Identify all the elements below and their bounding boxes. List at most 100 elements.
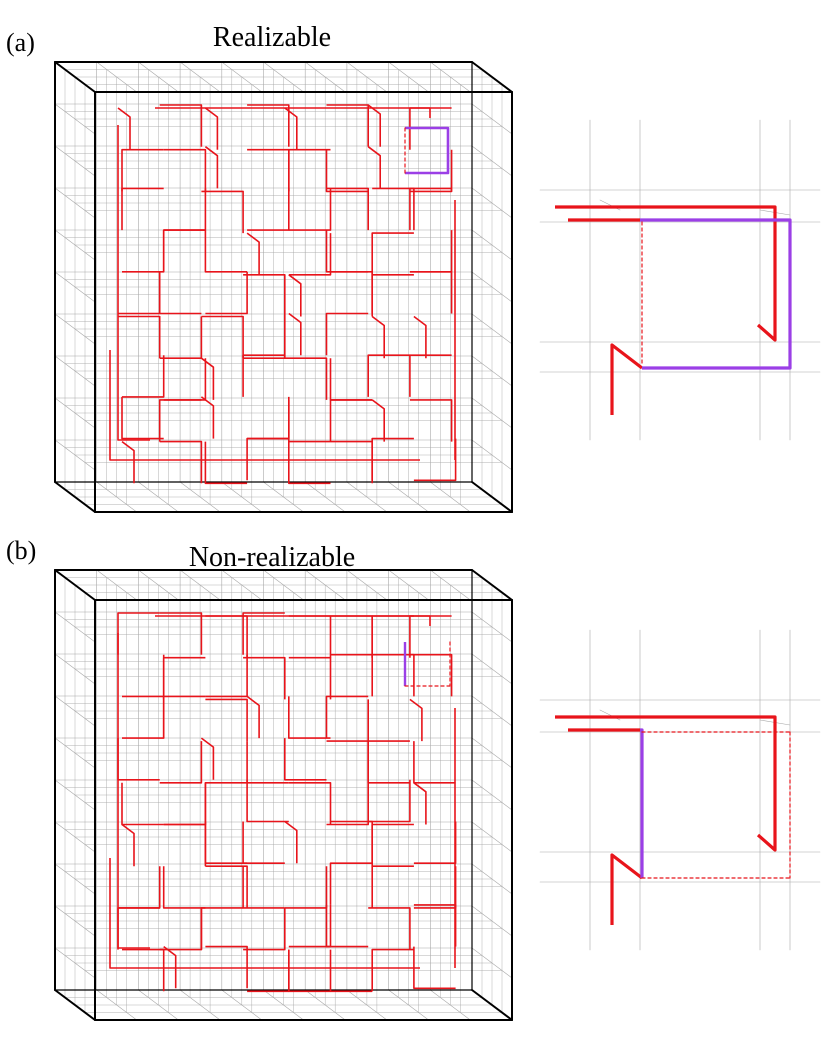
loop-segment	[121, 148, 164, 192]
loop-segment	[326, 740, 370, 783]
loop-segment	[247, 396, 290, 440]
loop-segment	[413, 438, 457, 482]
loop-segment	[330, 615, 374, 658]
loop-segment	[284, 107, 298, 150]
loop-segment	[201, 190, 244, 234]
loop-segment	[288, 656, 332, 700]
cube-edge	[54, 569, 96, 601]
loop-segment	[162, 695, 206, 739]
loop-segment	[367, 146, 382, 189]
loop-segment	[200, 396, 215, 439]
loop-segment	[159, 104, 203, 147]
loop-segment	[288, 312, 302, 356]
highlight-path	[640, 218, 792, 370]
loop-segment	[371, 399, 386, 442]
loop-segment	[371, 273, 414, 317]
loop-segment	[329, 358, 373, 401]
loop-segment	[288, 781, 332, 825]
loop-segment	[288, 188, 332, 231]
loop-segment	[200, 357, 215, 400]
loop-segment	[325, 695, 369, 739]
loop-segment	[288, 233, 332, 276]
loop-segment	[121, 440, 135, 484]
loop-segment	[117, 612, 160, 655]
loop-segment	[243, 316, 286, 360]
loop-segment	[204, 781, 248, 825]
loop-segment	[555, 205, 777, 342]
loop-segment	[288, 274, 302, 317]
loop-segment	[247, 104, 290, 147]
loop-segment	[610, 343, 643, 415]
loop-segment	[368, 779, 411, 823]
loop-segment	[287, 399, 331, 443]
loop-segment	[159, 440, 203, 484]
loop-segment	[283, 738, 327, 781]
loop-segment	[109, 858, 420, 969]
cube-edge	[471, 61, 513, 93]
loop-segment	[117, 738, 160, 781]
loop-segment	[371, 315, 386, 359]
panel-b-letter: (b)	[6, 536, 37, 565]
loop-path-a	[109, 104, 457, 485]
loop-segment	[246, 779, 289, 823]
loop-segment	[201, 315, 244, 359]
loop-segment	[287, 148, 331, 192]
loop-segment	[367, 104, 382, 147]
loop-segment	[330, 270, 374, 314]
highlight-path	[405, 126, 450, 175]
loop-segment	[555, 715, 777, 852]
loop-segment	[205, 654, 248, 698]
zoom-inset-b	[539, 629, 821, 951]
loop-segment	[121, 396, 164, 440]
loop-segment	[329, 399, 373, 442]
cube-edge	[471, 481, 513, 513]
loop-segment	[205, 945, 248, 989]
loop-segment	[118, 315, 161, 359]
panel-a-letter: (a)	[6, 28, 35, 57]
loop-segment	[284, 357, 328, 400]
cube-edge	[54, 481, 96, 513]
loop-segment	[413, 315, 427, 359]
loop-segment	[204, 146, 219, 189]
loop-segment	[409, 149, 453, 193]
loop-segment	[287, 441, 331, 485]
loop-segment	[371, 865, 414, 908]
loop-segment	[205, 615, 248, 658]
loop-segment	[288, 615, 332, 658]
loop-segment	[371, 232, 414, 275]
loop-segment	[243, 907, 286, 951]
loop-segment	[155, 107, 431, 118]
loop-segment	[326, 187, 370, 231]
loop-segment	[371, 823, 414, 867]
loop-segment	[205, 271, 248, 315]
lattice-cube-b	[54, 569, 513, 1021]
loop-segment	[242, 821, 285, 865]
loop-segment	[205, 865, 248, 908]
loop-segment	[204, 441, 248, 485]
loop-segment	[413, 821, 457, 865]
loop-segment	[325, 904, 369, 948]
loop-segment	[284, 820, 298, 864]
loop-segment	[204, 107, 219, 150]
loop-segment	[159, 907, 203, 951]
loop-segment	[409, 354, 452, 397]
highlight-path	[640, 728, 644, 878]
loop-segment	[243, 656, 286, 700]
loop-segment	[413, 946, 456, 990]
loop-segment	[409, 270, 453, 314]
loop-segment	[155, 615, 431, 626]
loop-segment	[326, 782, 370, 826]
loop-segment	[247, 188, 290, 231]
loop-segment	[368, 907, 411, 950]
loop-segment	[409, 230, 453, 273]
loop-segment	[371, 437, 414, 481]
loop-segment	[413, 866, 457, 909]
loop-segment	[204, 230, 248, 273]
loop-segment	[163, 358, 207, 401]
loop-segment	[109, 350, 420, 461]
panel-a-title: Realizable	[212, 22, 332, 53]
loop-segment	[118, 271, 161, 315]
loop-segment	[200, 737, 215, 780]
loop-segment	[162, 229, 206, 272]
loop-segment	[163, 148, 207, 192]
